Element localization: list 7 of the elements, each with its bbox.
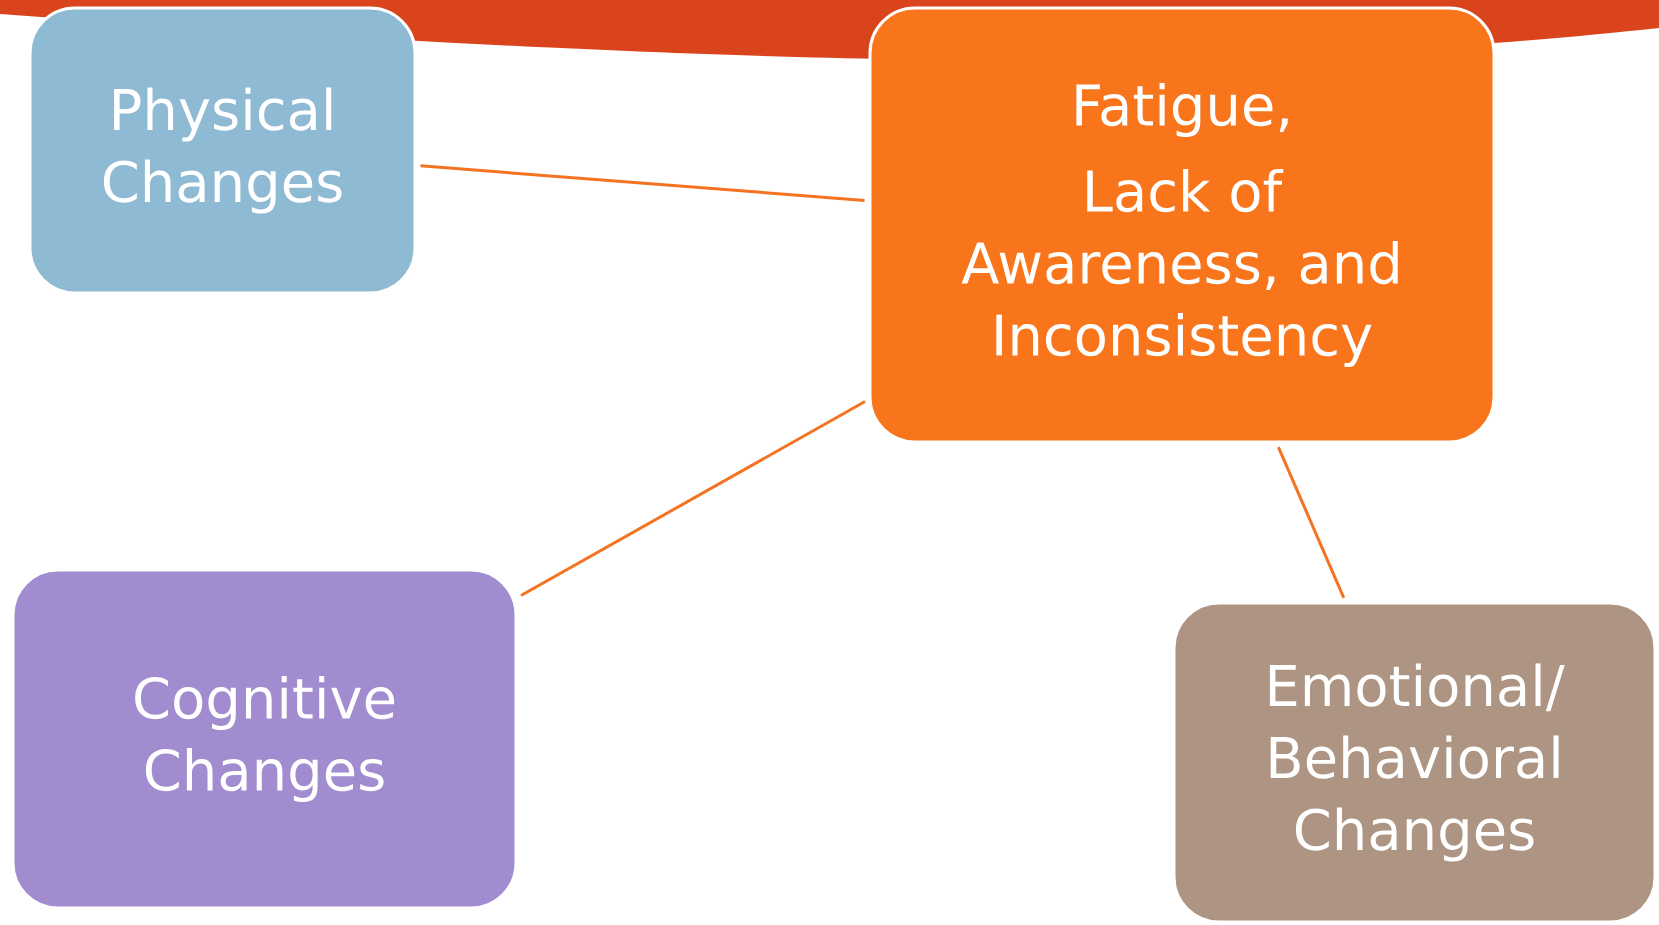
- category-box: Physical Changes: [28, 6, 417, 295]
- connector-line: [520, 400, 866, 597]
- category-box: Fatigue, Lack of Awareness, and Inconsistency: [868, 6, 1496, 444]
- category-box: Cognitive Changes: [11, 568, 518, 910]
- connector-line: [420, 164, 865, 202]
- category-box: Emotional/ Behavioral Changes: [1172, 601, 1657, 924]
- connector-line: [1277, 446, 1346, 599]
